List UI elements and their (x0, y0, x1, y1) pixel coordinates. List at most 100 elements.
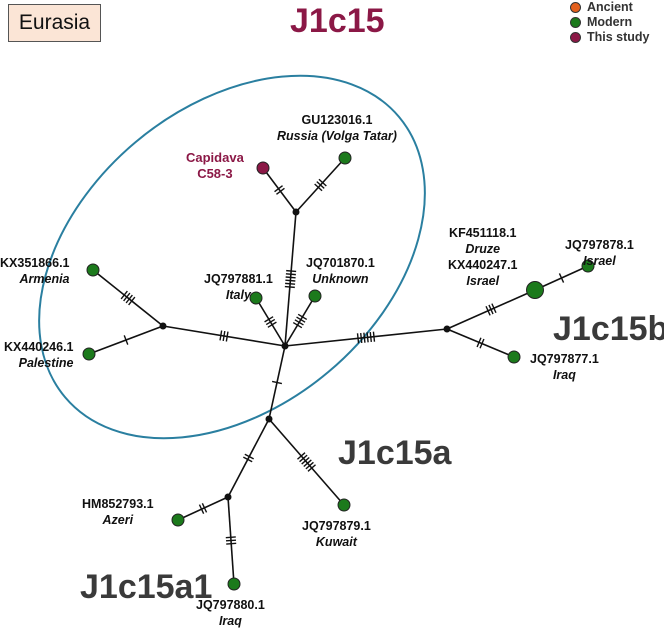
median-vector-node (224, 493, 232, 501)
haplotype-node-jq797878 (581, 259, 595, 273)
haplotype-node-kx351866 (86, 263, 100, 277)
population: Iraq (552, 368, 576, 382)
edge-a1_median-hm852793 (177, 496, 229, 521)
haplogroup-label-j1c15a: J1c15a (338, 434, 452, 472)
population: Israel (466, 274, 500, 288)
mutation-tick (305, 461, 314, 470)
legend-label: This study (587, 30, 650, 44)
population: Kuwait (315, 535, 357, 549)
mutation-tick (225, 539, 237, 542)
mutation-tick (294, 319, 304, 326)
mutation-tick (476, 337, 482, 348)
sample-name: Capidava (186, 150, 244, 165)
edge-left_median-kx351866 (92, 269, 164, 327)
mutation-tick (264, 316, 274, 323)
legend-swatch-this-study (570, 31, 581, 43)
mutation-tick (285, 273, 296, 276)
haplogroup-label-j1c15a1: J1c15a1 (80, 568, 213, 606)
legend-swatch-modern (570, 16, 581, 28)
population: Palestine (18, 356, 74, 370)
mutation-tick (267, 321, 277, 328)
mutation-tick (284, 285, 295, 289)
population: Druze (465, 242, 501, 256)
sample-label-kf451118: KF451118.1 Druze KX440247.1 Israel (448, 225, 518, 289)
edge-right_median-jq797877 (446, 328, 515, 358)
mutation-tick (558, 273, 565, 283)
region-label: Eurasia (8, 4, 101, 42)
mutation-tick (243, 456, 253, 463)
mutation-tick (271, 380, 283, 385)
haplotype-node-jq797877 (507, 350, 521, 364)
accession: KX440246.1 (4, 340, 74, 354)
accession: JQ797881.1 (204, 272, 273, 286)
sample-label-gu123016: GU123016.1 Russia (Volga Tatar) (277, 112, 397, 144)
accession: HM852793.1 (82, 497, 154, 511)
figure-title: J1c15 (290, 2, 385, 40)
mutation-tick (318, 178, 327, 187)
sample-label-capidava: Capidava C58-3 (186, 150, 244, 182)
mutation-tick (356, 333, 360, 344)
population: Russia (Volga Tatar) (277, 129, 397, 143)
network-nodes (82, 151, 595, 591)
haplotype-node-hm852793 (171, 513, 185, 527)
sample-label-jq797878: JQ797878.1 Israel (565, 237, 634, 269)
mutation-tick (244, 453, 254, 460)
edge-lower_median-jq797879 (268, 418, 345, 506)
accession: JQ797879.1 (302, 519, 371, 533)
mutation-tick (285, 276, 296, 279)
haplotype-node-gu123016 (338, 151, 352, 165)
sample-label-jq797879: JQ797879.1 Kuwait (302, 518, 371, 550)
mutation-tick (222, 330, 226, 342)
mutation-tick (307, 464, 316, 472)
sample-label-jq797877: JQ797877.1 Iraq (530, 351, 599, 383)
population: Unknown (312, 272, 369, 286)
population: Azeri (102, 513, 134, 527)
population: Armenia (19, 272, 70, 286)
mutation-tick (198, 504, 205, 515)
mutation-tick (485, 305, 491, 316)
mutation-tick (201, 502, 208, 513)
haplotype-node-jq701870 (308, 289, 322, 303)
population: Iraq (218, 614, 242, 628)
mutation-tick (301, 456, 310, 465)
mutation-tick (292, 321, 303, 329)
mutation-tick (299, 454, 308, 463)
haplotype-node-jq797881 (249, 291, 263, 305)
mutation-tick (488, 304, 494, 315)
accession: JQ797880.1 (196, 598, 265, 612)
population: Israel (583, 254, 616, 268)
mutation-tick (274, 185, 283, 193)
edge-center-jq701870 (284, 295, 316, 347)
eurasia-cluster-ellipse (38, 74, 426, 440)
mutation-tick (276, 187, 285, 195)
accession: JQ797877.1 (530, 352, 599, 366)
legend-swatch-ancient (570, 1, 581, 13)
sample-label-hm852793: HM852793.1 Azeri (82, 496, 154, 528)
accession: KX351866.1 (0, 256, 70, 270)
haplogroup-label-j1c15b: J1c15b (553, 310, 664, 348)
legend-label: Ancient (587, 0, 633, 14)
mutation-tick (303, 459, 312, 468)
mutation-tick (314, 183, 323, 192)
edge-top_median-capidava (262, 167, 297, 213)
mutation-tick (265, 318, 276, 326)
mutation-ticks (120, 178, 565, 545)
edge-lower_median-a1_median (227, 418, 270, 498)
median-vector-node (159, 322, 167, 330)
mutation-tick (219, 330, 223, 341)
mutation-tick (491, 303, 497, 314)
legend-label: Modern (587, 15, 633, 29)
haplotype-node-jq797879 (337, 498, 351, 512)
haplotype-node-capidava (256, 161, 270, 175)
median-vector-node (292, 208, 300, 216)
sample-label-kx440246: KX440246.1 Palestine (4, 339, 74, 371)
haplotype-node-kx440246 (82, 347, 96, 361)
mutation-tick (225, 331, 229, 342)
mutation-tick (366, 332, 369, 343)
median-vector-node (265, 415, 273, 423)
legend-item-this-study: This study (570, 30, 650, 44)
mutation-tick (225, 536, 236, 539)
mutation-tick (479, 338, 485, 349)
mutation-tick (316, 181, 325, 189)
mutation-tick (123, 335, 129, 345)
